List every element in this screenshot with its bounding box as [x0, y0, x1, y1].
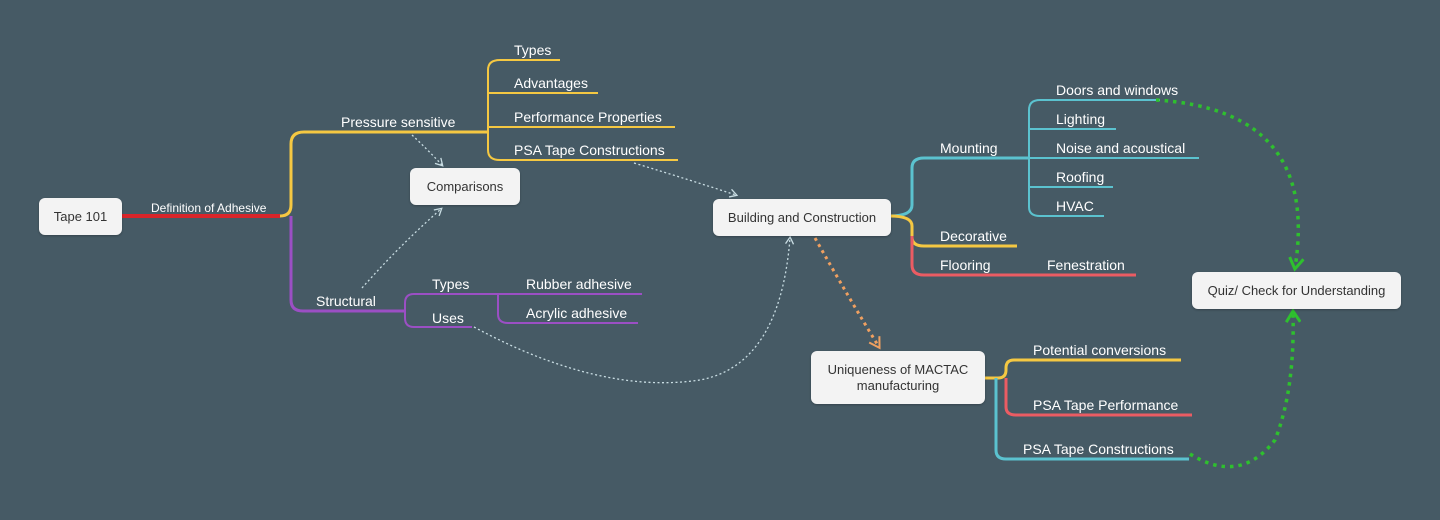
label-acrylic-adhesive[interactable]: Acrylic adhesive: [526, 305, 628, 321]
branch-pressure-children: [487, 59, 678, 161]
branch-mounting: [889, 156, 1029, 218]
label-rubber-adhesive[interactable]: Rubber adhesive: [526, 276, 632, 292]
label-potential-conversions[interactable]: Potential conversions: [1033, 342, 1167, 358]
label-pressure-sensitive[interactable]: Pressure sensitive: [341, 114, 456, 130]
branch-psa-tape-performance: [1004, 378, 1192, 417]
topic-tape-101[interactable]: Tape 101: [39, 198, 122, 235]
relation-pressure-to-comparisons: [411, 134, 444, 167]
label-roofing[interactable]: Roofing: [1056, 169, 1105, 185]
label-performance-properties[interactable]: Performance Properties: [514, 109, 662, 125]
topic-comparisons-label: Comparisons: [426, 178, 504, 194]
relation-psa-to-quiz: [1189, 312, 1293, 469]
label-definition-of-adhesive[interactable]: Definition of Adhesive: [151, 201, 267, 215]
label-noise-and-acoustical[interactable]: Noise and acoustical: [1056, 140, 1186, 156]
label-psa-tape-performance[interactable]: PSA Tape Performance: [1033, 397, 1179, 413]
relation-psa-to-building: [633, 162, 739, 198]
topic-quiz-label: Quiz/ Check for Understanding: [1207, 282, 1386, 298]
topic-comparisons[interactable]: Comparisons: [410, 168, 520, 205]
label-lighting[interactable]: Lighting: [1056, 111, 1106, 127]
branch-pressure-sensitive: [279, 130, 488, 218]
topic-mactac[interactable]: Uniqueness of MACTAC manufacturing: [811, 351, 985, 404]
branch-types-children: [497, 293, 642, 324]
branch-psa-tape-constructions-2: [994, 378, 1189, 461]
label-psa-tape-constructions-1[interactable]: PSA Tape Constructions: [514, 142, 665, 158]
label-doors-and-windows[interactable]: Doors and windows: [1056, 82, 1179, 98]
branch-mounting-children: [1028, 99, 1199, 217]
branch-structural-types-uses: [404, 293, 498, 328]
topic-tape-101-label: Tape 101: [53, 208, 108, 224]
relation-building-to-mactac: [813, 237, 881, 350]
label-uses[interactable]: Uses: [432, 310, 464, 326]
branch-potential-conversions: [985, 358, 1181, 380]
topic-quiz[interactable]: Quiz/ Check for Understanding: [1192, 272, 1401, 309]
branch-structural: [289, 216, 405, 313]
relation-doors-to-quiz: [1155, 98, 1298, 268]
label-structural[interactable]: Structural: [316, 293, 376, 309]
relation-structural-to-comparisons: [361, 207, 443, 289]
branch-flooring: [910, 236, 1136, 277]
relation-uses-to-building: [473, 235, 795, 384]
label-advantages[interactable]: Advantages: [514, 75, 588, 91]
topic-mactac-label: Uniqueness of MACTAC manufacturing: [827, 361, 969, 393]
label-flooring[interactable]: Flooring: [940, 257, 991, 273]
label-pressure-types[interactable]: Types: [514, 42, 552, 58]
label-decorative[interactable]: Decorative: [940, 228, 1007, 244]
label-hvac[interactable]: HVAC: [1056, 198, 1094, 214]
topic-building-construction-label: Building and Construction: [727, 209, 877, 225]
label-structural-types[interactable]: Types: [432, 276, 470, 292]
label-mounting[interactable]: Mounting: [940, 140, 998, 156]
label-fenestration[interactable]: Fenestration: [1047, 257, 1125, 273]
label-psa-tape-constructions-2[interactable]: PSA Tape Constructions: [1023, 441, 1174, 457]
topic-building-construction[interactable]: Building and Construction: [713, 199, 891, 236]
